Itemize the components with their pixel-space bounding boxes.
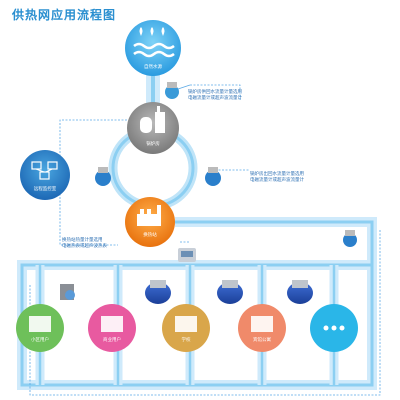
building-icon [101,316,123,332]
remote-monitor-node [20,150,70,200]
consumer-label: 学校 [181,338,191,343]
annotation-line: 电磁流量计或超声波流量计 [250,178,304,183]
consumer-flow-meter-icon [217,280,243,304]
more-dot-icon [331,325,337,331]
flow-meter-icon [95,167,111,186]
annotation-line: 电磁流量计或超声波流量计 [188,96,242,101]
annotation-line: 锅炉房供回水流量计量选用 [188,90,242,95]
boiler-outlet-annotation: 锅炉房出回水流量计量选用 电磁流量计或超声波流量计 [250,172,304,184]
consumer-flow-meter-icon [287,280,313,304]
annotation-line: 锅炉房出回水流量计量选用 [250,172,304,177]
boiler-room-node [127,102,179,154]
flow-meter-icon [178,248,196,262]
consumer-label: 宾馆公寓 [253,338,271,343]
annotation-line: 电磁热表或超声波热表 [62,244,107,249]
natural-water-label: 自然水源 [144,65,162,70]
more-dot-icon [339,325,345,331]
consumer-flow-meter-icon [145,280,171,304]
more-dot-icon [323,325,329,331]
heat-station-label: 换热站 [143,233,157,238]
flow-meter-icon [165,82,179,99]
flow-meter-icon [205,167,221,186]
consumer-flow-meter-icon [60,284,75,300]
boiler-inlet-annotation: 锅炉房供回水流量计量选用 电磁流量计或超声波流量计 [188,90,242,102]
boiler-room-label: 锅炉房 [146,142,160,147]
flow-meter-icon [343,230,357,247]
building-icon [251,316,273,332]
building-icon [29,316,51,332]
diagram-title: 供热网应用流程图 [12,8,117,22]
annotation-line: 换热站热量计量选用 [62,238,103,243]
building-icon [175,316,197,332]
remote-monitor-label: 远程监控室 [33,187,57,192]
consumer-label: 小区用户 [31,338,49,343]
station-heat-annotation: 换热站热量计量选用 电磁热表或超声波热表 [62,238,107,250]
consumer-label: 商业用户 [103,338,121,343]
